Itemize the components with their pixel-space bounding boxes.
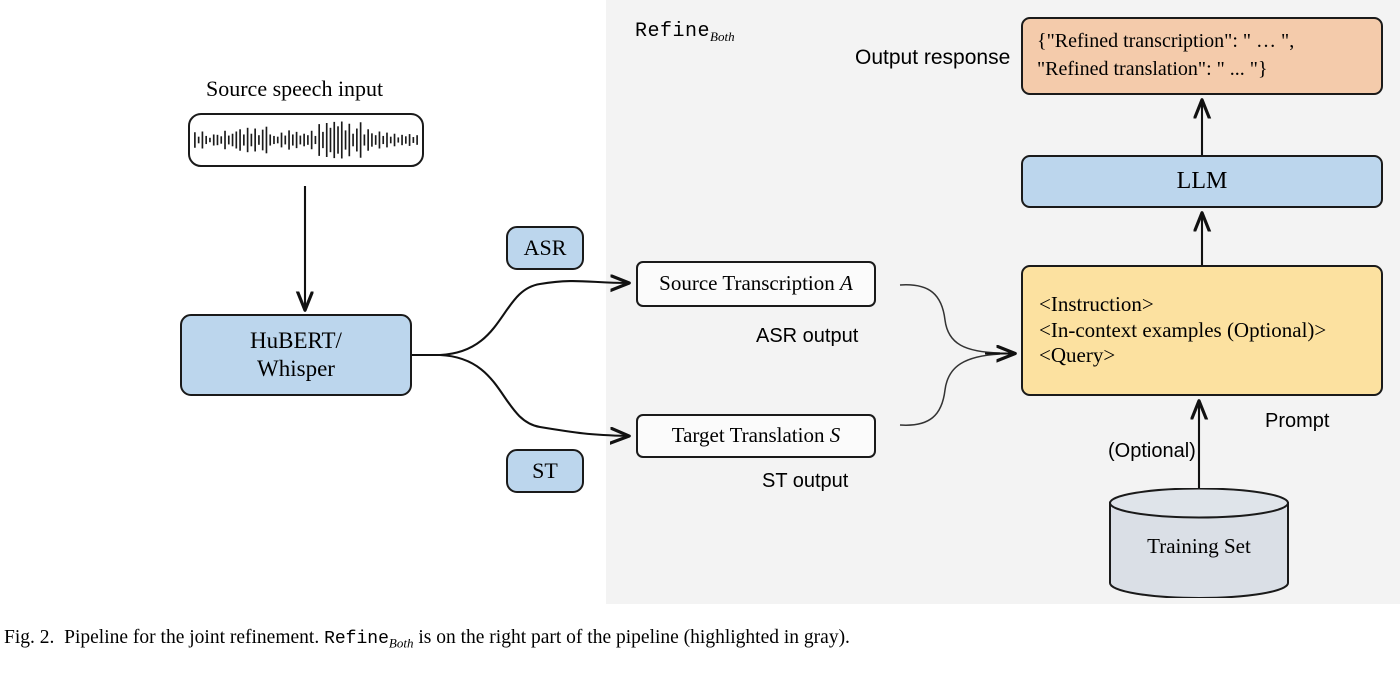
caption-number: Fig. 2. xyxy=(4,627,55,648)
asr-node: ASR xyxy=(506,226,584,270)
source-speech-input-label: Source speech input xyxy=(206,76,384,101)
prompt-line-incontext: <In-context examples (Optional)> xyxy=(1039,317,1327,342)
hubert-line-1: HuBERT/ xyxy=(250,327,342,353)
database-cylinder-icon xyxy=(1109,487,1289,599)
prompt-line-query: <Query> xyxy=(1039,343,1116,368)
training-set-node: Training Set xyxy=(1108,487,1290,599)
speech-waveform-box xyxy=(188,113,424,167)
output-line-transcription: {"Refined transcription": " … ", xyxy=(1037,30,1295,53)
hubert-line-2: Whisper xyxy=(257,356,335,381)
st-node: ST xyxy=(506,449,584,493)
hubert-whisper-node: HuBERT/ Whisper xyxy=(180,314,412,396)
caption-text-2: is on the right part of the pipeline (hi… xyxy=(418,627,850,648)
target-translation-node: Target Translation S xyxy=(636,414,876,458)
refine-both-subscript: Both xyxy=(710,29,735,44)
target-translation-text: Target Translation xyxy=(671,423,830,448)
figure-caption: Fig. 2. Pipeline for the joint refinemen… xyxy=(4,627,1396,652)
source-transcription-node: Source Transcription A xyxy=(636,261,876,307)
caption-refine-both: RefineBoth xyxy=(324,629,414,651)
llm-node: LLM xyxy=(1021,155,1383,208)
caption-refine-sub: Both xyxy=(388,635,414,651)
source-transcription-text: Source Transcription xyxy=(659,271,840,296)
target-translation-variable: S xyxy=(829,423,841,448)
training-set-label: Training Set xyxy=(1147,534,1251,558)
prompt-node: <Instruction> <In-context examples (Opti… xyxy=(1021,265,1383,396)
output-response-label: Output response xyxy=(855,46,1011,69)
optional-label: (Optional) xyxy=(1108,440,1196,462)
waveform-icon xyxy=(194,121,418,159)
output-line-translation: "Refined translation": " ... "} xyxy=(1037,58,1268,80)
asr-output-label: ASR output xyxy=(756,325,859,347)
st-output-label: ST output xyxy=(762,470,849,492)
refine-both-title: RefineBoth xyxy=(635,20,735,45)
caption-refine-base: Refine xyxy=(324,629,389,649)
output-response-node: {"Refined transcription": " … ", "Refine… xyxy=(1021,17,1383,95)
source-transcription-variable: A xyxy=(840,271,853,296)
refine-both-base: Refine xyxy=(635,20,711,43)
caption-text-1: Pipeline for the joint refinement. xyxy=(64,627,320,648)
prompt-label: Prompt xyxy=(1265,410,1330,432)
prompt-line-instruction: <Instruction> xyxy=(1039,292,1154,317)
